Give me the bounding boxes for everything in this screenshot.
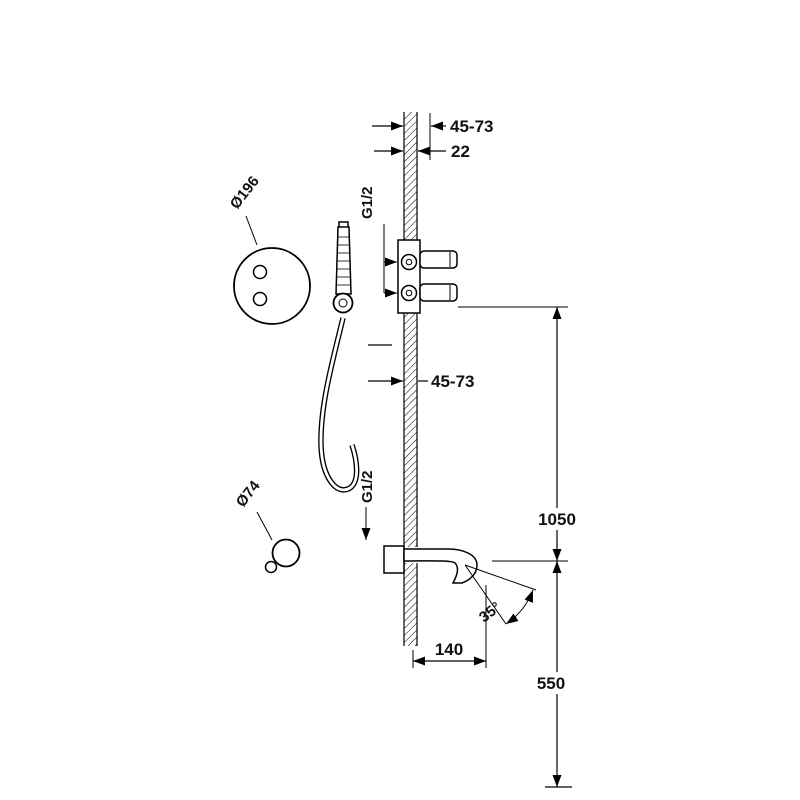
angle-label: 35° bbox=[476, 599, 504, 626]
plate-knob-bottom bbox=[252, 291, 268, 307]
shower-holder-hole bbox=[338, 298, 348, 308]
dim-height-lower: 550 bbox=[532, 561, 572, 788]
label-mask bbox=[532, 672, 572, 694]
angle-ray-upper bbox=[464, 564, 537, 591]
escutcheon-knob bbox=[264, 560, 278, 574]
shower-hose bbox=[318, 317, 360, 493]
spout-flange bbox=[383, 545, 405, 574]
thread-callout-bottom: G1/2 bbox=[359, 470, 376, 540]
control-plate: Ø196 bbox=[227, 173, 311, 325]
dim-projection: 140 bbox=[412, 585, 487, 668]
valve-inlet-top bbox=[400, 253, 418, 271]
dim-top-depth-label: 45-73 bbox=[450, 117, 493, 136]
valve-in-wall-body bbox=[397, 239, 421, 314]
plate-face bbox=[233, 247, 311, 325]
dim-projection-label: 140 bbox=[435, 640, 463, 659]
plate-diameter-label: Ø196 bbox=[227, 173, 263, 212]
thread-bottom-label: G1/2 bbox=[359, 470, 376, 503]
bath-spout bbox=[383, 545, 478, 584]
dim-height-upper: 1050 bbox=[458, 306, 576, 562]
dim-top-depth: 45-73 bbox=[372, 113, 493, 160]
escutcheon-plate bbox=[271, 538, 301, 568]
dim-height-lower-label: 550 bbox=[537, 674, 565, 693]
plate-leader-line bbox=[245, 215, 258, 246]
valve-outlet-top bbox=[419, 250, 458, 269]
plate-knob-top bbox=[252, 264, 268, 280]
dim-height-upper-label: 1050 bbox=[538, 510, 576, 529]
dim-mid-depth: 45-73 bbox=[368, 344, 474, 391]
valve-inlet-top-screw bbox=[405, 258, 413, 266]
wall-hatch bbox=[404, 112, 417, 646]
dim-trim-thickness-label: 22 bbox=[451, 142, 470, 161]
hand-shower bbox=[318, 221, 360, 493]
label-mask bbox=[538, 508, 576, 530]
escutcheon: Ø74 bbox=[233, 477, 301, 574]
shower-holder-ring bbox=[332, 292, 354, 314]
valve-inlet-bottom-screw bbox=[405, 289, 413, 297]
escutcheon-leader-line bbox=[256, 511, 273, 541]
spout-body bbox=[403, 548, 478, 584]
valve-outlet-bottom bbox=[419, 283, 458, 302]
escutcheon-diameter-label: Ø74 bbox=[233, 477, 264, 510]
mixer-valve-body bbox=[397, 239, 458, 314]
shower-hose-inner bbox=[319, 317, 359, 492]
thread-callout-top: G1/2 bbox=[359, 186, 397, 298]
dim-trim-thickness: 22 bbox=[374, 142, 470, 161]
valve-inlet-bottom bbox=[400, 284, 418, 302]
wand-grip-ribs bbox=[336, 236, 351, 286]
angle-annotation: 35° bbox=[464, 564, 537, 626]
dim-mid-depth-label: 45-73 bbox=[431, 372, 474, 391]
angle-arc bbox=[505, 589, 534, 625]
wall-section bbox=[403, 112, 418, 646]
thread-top-label: G1/2 bbox=[359, 186, 376, 219]
